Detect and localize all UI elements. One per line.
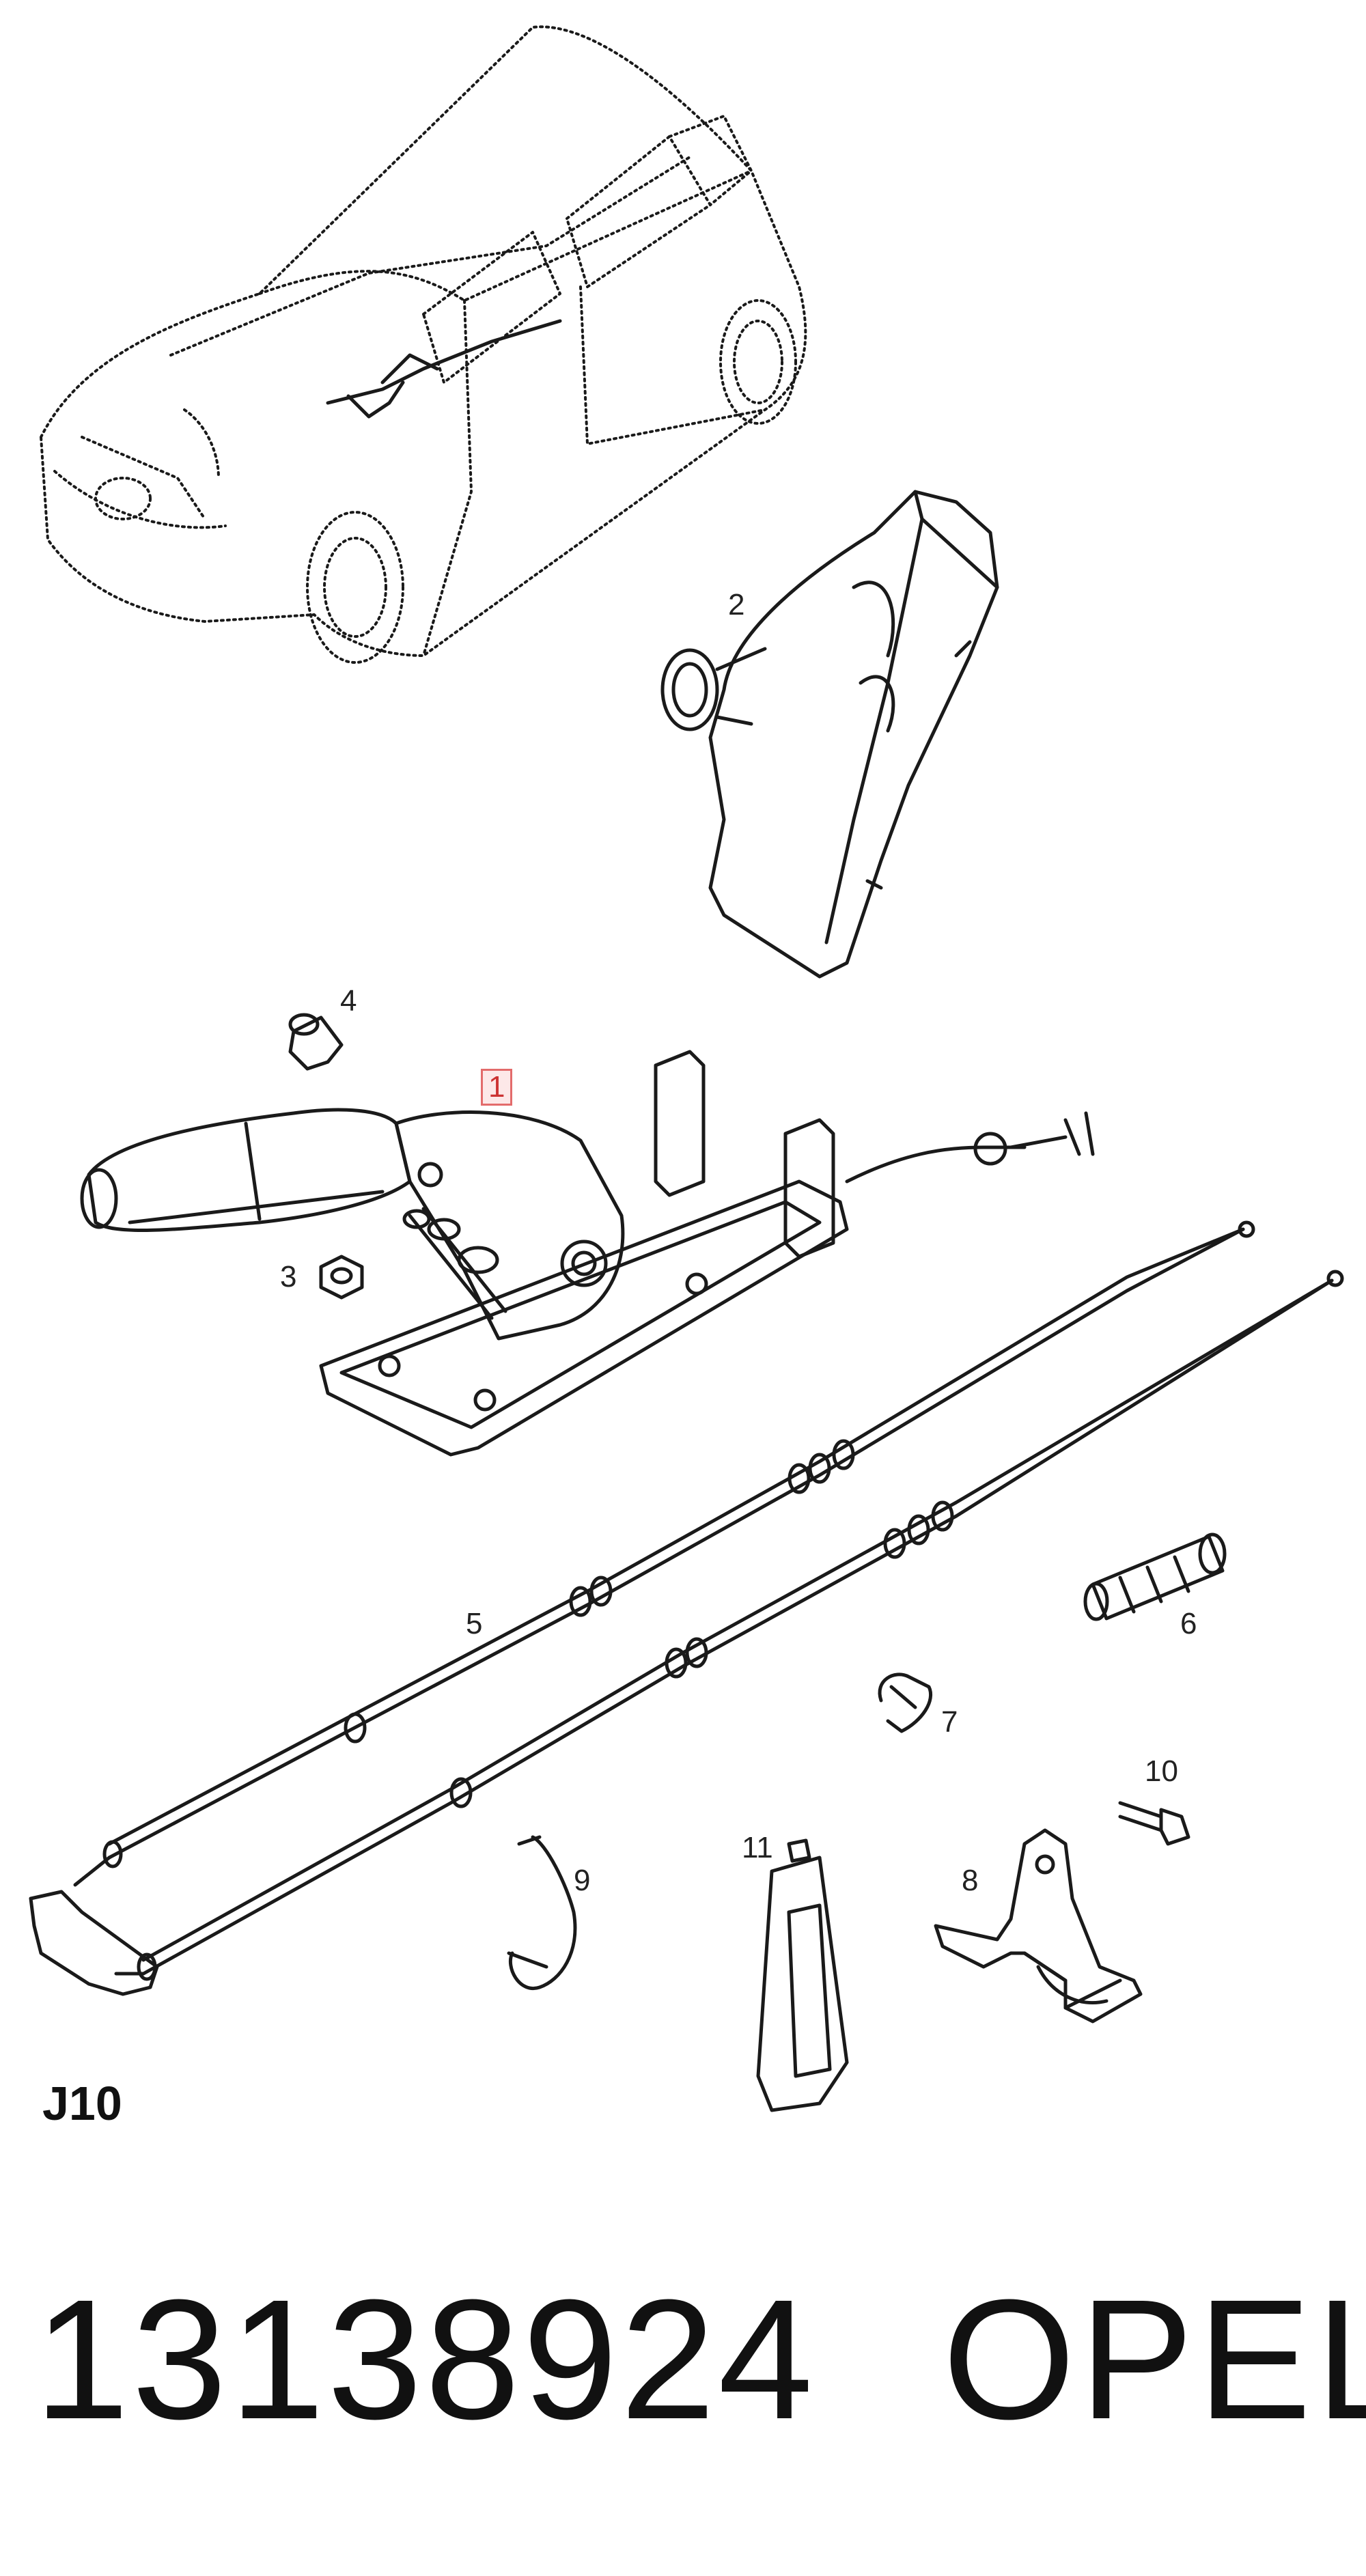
part-number: 13138924 [34,2264,816,2454]
callout-8: 8 [962,1864,979,1897]
callout-1[interactable]: 1 [481,1069,513,1106]
callout-9: 9 [574,1864,591,1897]
part-6-bellows [1083,1532,1227,1621]
vehicle-outline [40,25,807,664]
callout-6: 6 [1180,1607,1197,1640]
callout-4: 4 [340,984,357,1018]
part-9-spring-clip [507,1835,577,1991]
part-10-bolt [1118,1801,1190,1846]
part-4-cap [288,1013,344,1071]
part-11-grease-tube [756,1838,849,2112]
part-8-bracket [934,1828,1143,2024]
callout-7: 7 [941,1705,958,1739]
callout-2: 2 [728,588,745,621]
part-2-gaiter [660,490,999,979]
part-7-clip [878,1672,933,1733]
part-3-nut [319,1255,364,1300]
callout-5: 5 [466,1607,483,1640]
part-5-cables [29,1220,1344,1996]
part-1-lever-assembly [80,1050,1095,1457]
vehicle-brake-location [326,319,562,419]
callout-10: 10 [1145,1754,1178,1788]
callout-3: 3 [280,1260,297,1293]
callout-11: 11 [742,1831,773,1864]
section-code: J10 [42,2077,122,2130]
brand-name: OPEL [943,2264,1366,2454]
